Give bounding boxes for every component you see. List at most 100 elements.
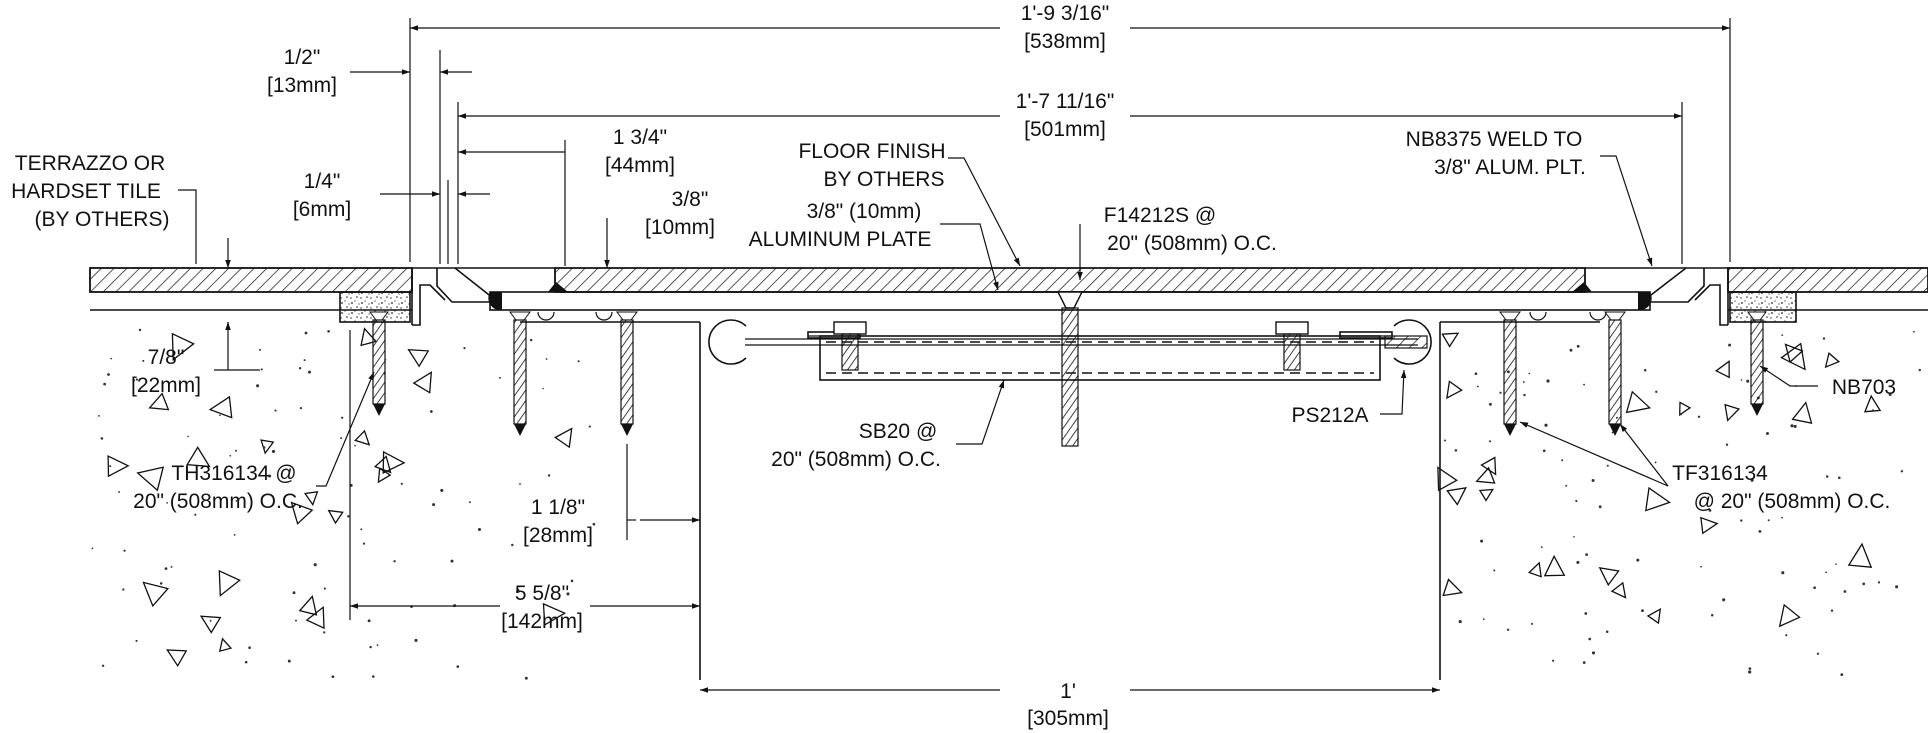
gap-quarter-inch-imperial: 1/4" [304,170,341,193]
aggregate-stone [199,615,222,634]
th316134-label-2: 20" (508mm) O.C. [133,490,303,513]
aggregate-stone [1791,401,1813,424]
aggregate-speck [1838,476,1841,480]
opening-imperial: 1' [1060,680,1076,703]
dimension-labels: 1'-9 3/16" [538mm] 1'-7 11/16" [501mm] 1… [131,2,1114,730]
aggregate-speck [209,619,212,622]
aggregate-stone [1714,360,1730,379]
aggregate-speck [592,522,596,526]
aggregate-stone [148,392,170,411]
aggregate-speck [327,330,330,333]
aggregate-stone [1480,456,1497,476]
aggregate-speck [1636,558,1640,562]
aggregate-stone [107,455,130,478]
aggregate-speck [122,588,125,591]
aggregate-speck [1443,439,1446,442]
aggregate-speck [1697,415,1701,418]
aggregate-stone [1778,603,1801,628]
aggregate-speck [498,376,501,379]
aggregate-speck [135,639,138,642]
aggregate-speck [1584,612,1588,615]
aggregate-stone [1847,542,1873,568]
aggregate-speck [258,348,262,351]
center-bolt [1056,291,1084,447]
th316134-anchor [369,311,389,416]
inner-width-metric: [501mm] [1024,118,1106,141]
aggregate-speck [1913,330,1915,333]
aggregate-speck [1781,334,1784,336]
aggregate-speck [393,560,396,563]
ps212a-clip-left [708,319,747,365]
opening-metric: [305mm] [1027,707,1109,730]
aggregate-speck [450,559,454,563]
tf316134-anchors [509,311,1626,436]
aggregate-speck [110,357,113,360]
nb8375-label-2: 3/8" ALUM. PLT. [1434,156,1586,179]
aggregate-stone [1610,581,1627,599]
inner-width-imperial: 1'-7 11/16" [1016,90,1115,113]
aggregate-speck [1710,613,1714,617]
aggregate-speck [1918,368,1921,372]
f14212s-label-1: F14212S @ [1104,204,1216,227]
aggregate-speck [340,437,343,440]
aggregate-speck [235,500,238,502]
aggregate-speck [1746,379,1750,383]
aggregate-speck [248,646,251,649]
aggregate-speck [1488,402,1492,406]
aggregate-speck [1561,459,1564,462]
aggregate-speck [354,444,356,447]
gap-half-inch-imperial: 1/2" [284,46,321,69]
aggregate-speck [138,328,142,332]
aggregate-speck [341,416,344,419]
aggregate-speck [1530,622,1533,625]
aggregate-speck [1816,652,1820,655]
aggregate-speck [1835,563,1837,565]
aggregate-stone [327,509,344,525]
aggregate-speck [369,645,372,649]
aggregate-speck [331,675,335,679]
aggregate-speck [468,501,471,504]
aggregate-speck [1748,667,1752,670]
aggregate-speck [1480,539,1484,543]
aggregate-speck [542,387,544,390]
aggregate-stone [303,491,319,507]
nb703-anchor [1747,311,1767,416]
floor-finish-label-1: FLOOR FINISH [798,140,945,163]
aggregate-stone [305,606,325,630]
aggregate-speck [1708,508,1712,512]
aggregate-speck [1540,546,1543,548]
aggregate-stone [1442,578,1463,597]
aggregate-stone [554,427,573,449]
aggregate-speck [367,619,371,623]
aggregate-speck [142,359,145,362]
aggregate-stone [186,446,211,468]
aggregate-speck [1641,609,1644,613]
aggregate-speck [1477,385,1479,388]
plate-thickness-imperial: 3/8" [672,188,709,211]
aggregate-speck [511,543,514,547]
aggregate-stone [136,466,165,492]
tf316134-label-1: TF316134 [1672,462,1768,485]
aggregate-speck [347,515,350,518]
aggregate-speck [1506,628,1510,631]
aggregate-speck [371,675,375,678]
aggregate-speck [100,437,104,440]
aggregate-speck [1499,391,1502,394]
aggregate-speck [323,631,326,634]
aggregate-speck [235,449,237,452]
edge-1-3-4-metric: [44mm] [605,154,675,177]
aluminum-plate-label-2: ALUMINUM PLATE [749,228,932,251]
aggregate-stone [1475,466,1496,484]
aggregate-speck [1790,424,1794,428]
aggregate-stone [353,429,371,446]
aggregate-speck [1482,618,1485,620]
aggregate-speck [1573,536,1575,538]
aggregate-speck [103,382,106,386]
concrete-substrate [90,309,1928,680]
aggregate-speck [262,446,266,449]
aggregate-speck [1728,343,1732,347]
aggregate-speck [304,331,308,335]
overall-width-metric: [538mm] [1024,30,1106,53]
aggregate-speck [362,542,366,545]
aggregate-stone [298,595,318,616]
